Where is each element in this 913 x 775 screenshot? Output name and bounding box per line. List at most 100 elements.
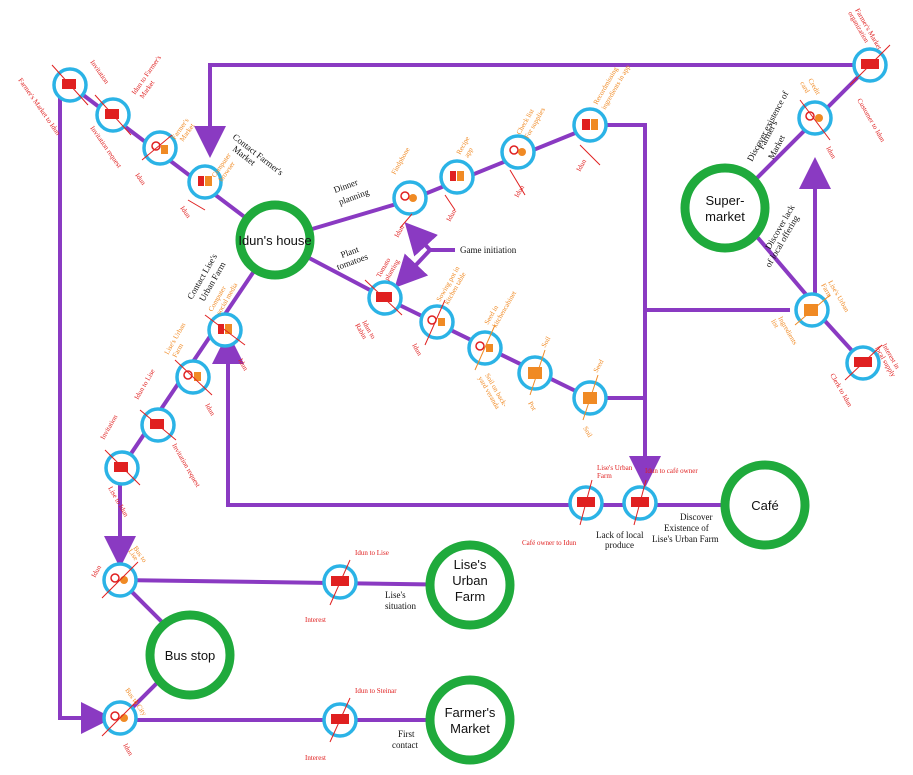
edge-label-first-contact: contact [392,740,418,750]
bus-icon [120,714,128,722]
node-lise-to-idun [104,449,141,486]
node-credit-card [797,99,833,141]
annotation: Idun [575,157,589,173]
annotation: Lise's Urban [597,464,633,472]
edge-label-first-contact: First [398,729,415,739]
location-bus-stop: Bus stop [145,610,235,700]
location-supermarket: Super- market [680,163,770,253]
node-farmers-organization [849,44,891,86]
node-recipe-app [439,159,475,211]
location-lises-urban-farm: Lise's Urban Farm [425,540,515,630]
node-cafe-owner-to-idun [568,479,604,526]
node-bus-to-city [101,699,139,737]
annotation: Idun to Steinar [355,687,397,695]
node-record-missing [572,107,608,166]
location-label: Lise's [454,557,487,572]
annotation: Idun to café owner [645,467,698,475]
annotation: Invitation [88,59,110,86]
node-clerk-to-idun [844,344,883,381]
search-icon [509,145,519,155]
node-social-media [204,312,246,348]
handshake-icon [114,462,128,472]
annotation: Interest [305,754,326,762]
annotation: Idun [410,342,424,358]
annotation: Pot [526,400,538,412]
location-label: market [705,209,745,224]
annotation: Farm [597,472,612,480]
node-findphone [392,180,428,229]
edge-label-lises-situation: situation [385,601,416,611]
annotation: Idun to Lise [355,549,389,557]
location-farmers-market: Farmer's Market [425,675,515,765]
hand-icon [198,176,204,186]
search-icon [475,341,485,351]
search-icon [151,141,161,151]
handshake-icon [861,59,879,69]
hand-icon [218,324,224,334]
computer-icon [225,324,232,334]
app-icon [591,119,598,130]
list-icon [804,304,818,316]
node-farmers-market-search [141,130,178,166]
edge-label-discover-lise: Discover [680,512,713,522]
edge-label-discover-lise: Lise's Urban Farm [652,534,719,544]
annotation: Idun [178,205,192,221]
handshake-icon [331,576,349,586]
annotation: Seed [592,358,606,374]
node-tomato-planting [364,279,403,316]
location-label: Idun's house [238,233,311,248]
hand-icon [450,171,456,181]
location-label: Market [450,721,490,736]
handshake-icon [376,292,392,302]
hand-icon [582,119,590,130]
computer-icon [205,176,212,186]
annotation: Customer to Idun [855,97,887,144]
path-top-loop [194,63,870,158]
path-game-init [404,222,455,257]
search-icon [110,573,120,583]
edge-label-lack-local: Lack of local [596,530,644,540]
annotation: Idun [824,145,838,161]
node-seed-kitchen [467,324,503,371]
annotation: Idun [236,357,250,373]
annotation: Soil [581,425,594,439]
annotation: Idun [133,172,147,188]
list-icon [518,148,526,156]
bus-icon [120,576,128,584]
search-icon [400,191,410,201]
handshake-icon [854,357,872,367]
annotation: Invitation [99,413,120,441]
node-checklist [500,134,536,196]
annotation: Soil [540,335,553,349]
annotation: Idun [513,183,527,199]
location-idun-house: Idun's house [235,200,315,280]
app-icon [457,171,464,181]
path-game-init-2 [394,248,432,288]
node-farmers-to-idun [51,64,89,106]
node-ingredients-list [794,292,831,328]
card-icon [815,114,823,122]
edge-label-lack-local: produce [605,540,634,550]
path-cafe-back [212,332,590,507]
node-computer-browser [187,164,223,211]
search-icon [110,711,120,721]
search-icon [183,370,193,380]
annotation: Idun to Lise [133,368,157,401]
phone-icon [409,194,417,202]
annotation: Interest [305,616,326,624]
annotation: Invitation request [170,442,202,489]
annotation: Idun [121,742,135,758]
node-lises-situation [322,559,358,606]
soil-icon [528,367,542,379]
location-label: Café [751,498,778,513]
location-label: Urban [452,573,487,588]
annotation: Idun [90,563,104,579]
location-cafe: Café [720,460,810,550]
seed-icon [486,344,493,352]
path-plant-tomatoes [274,238,645,400]
node-first-contact [322,697,358,743]
pot-icon [438,318,445,326]
annotation: Idun [203,402,217,418]
annotation: Idun [445,207,459,223]
